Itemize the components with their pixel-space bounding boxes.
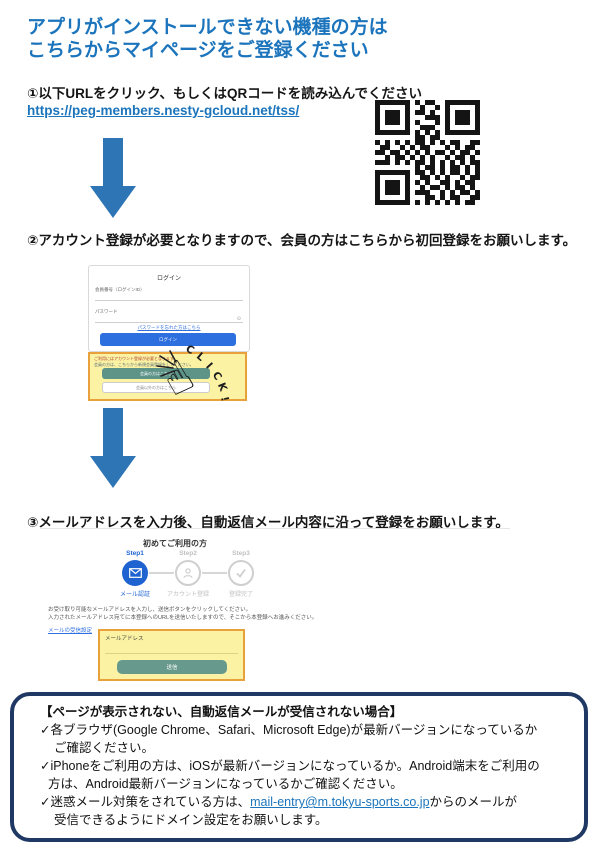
account-step-circle (175, 560, 201, 586)
email-highlight-box: メールアドレス 送信 (98, 629, 245, 681)
check-mark: ✓ (40, 759, 51, 773)
member-id-label: 会員番号（ログインID） (95, 287, 145, 292)
login-screenshot: ログイン 会員番号（ログインID） パスワード ⊙ パスワードを忘れた方はこちら… (88, 265, 250, 352)
troubleshooting-item-browser: ✓各ブラウザ(Google Chrome、Safari、Microsoft Ed… (40, 723, 538, 755)
step1-instruction: ①以下URLをクリック、もしくはQRコードを読み込んでください (27, 86, 423, 101)
mail-entry-email-link[interactable]: mail-entry@m.tokyu-sports.co.jp (250, 795, 430, 809)
check-icon (236, 568, 246, 578)
down-arrow-icon (90, 138, 136, 218)
envelope-icon (128, 568, 142, 578)
down-arrow-icon (90, 408, 136, 488)
check-mark: ✓ (40, 795, 51, 809)
stepper-step2-label: アカウント登録 (166, 592, 209, 598)
troubleshooting-title: 【ページが表示されない、自動返信メールが受信されない場合】 (40, 705, 403, 719)
password-eye-icon: ⊙ (236, 316, 241, 322)
registration-url-link[interactable]: https://peg-members.nesty-gcloud.net/tss… (27, 103, 300, 118)
other-register-button: 会員以外の方はこちら (102, 382, 210, 393)
person-icon (183, 568, 193, 578)
stepper-step3-label: 登録完了 (228, 592, 253, 598)
stepper-connector (149, 572, 174, 574)
signup-title: 初めてご利用の方 (143, 539, 207, 548)
email-input-field (105, 653, 238, 654)
mail-step-circle (122, 560, 148, 586)
step3-instruction: ③メールアドレスを入力後、自動返信メール内容に沿って登録をお願いします。 (27, 515, 509, 530)
troubleshooting-item-spam: ✓迷惑メール対策をされている方は、mail-entry@m.tokyu-spor… (40, 795, 518, 827)
troubleshooting-box: 【ページが表示されない、自動返信メールが受信されない場合】 ✓各ブラウザ(Goo… (10, 692, 588, 842)
register-highlight-box: ご利用にはアカウント登録が必要となります。 会員の方は、こちらから新規会員登録を… (88, 352, 247, 401)
login-button: ログイン (100, 333, 236, 346)
register-notice-line2: 会員の方は、こちらから新規会員登録をしてください。 (94, 362, 194, 367)
troubleshooting-item-os: ✓iPhoneをご利用の方は、iOSが最新バージョンになっているか。Androi… (40, 759, 540, 791)
stepper-connector (202, 572, 227, 574)
password-label: パスワード (95, 309, 118, 314)
check-mark: ✓ (40, 723, 51, 737)
signup-screenshot: 初めてご利用の方 Step1 Step2 Step3 メール認証 アカウント登録… (40, 528, 510, 687)
send-button: 送信 (117, 660, 227, 674)
stepper-step1-label: メール認証 (119, 592, 150, 598)
email-label: メールアドレス (105, 636, 144, 642)
password-field (95, 322, 243, 323)
page-title-line2: こちらからマイページをご登録ください (27, 40, 369, 61)
stepper-step1-number: Step1 (126, 550, 144, 557)
member-register-button: 会員の方はこちら (102, 368, 210, 379)
step2-instruction: ②アカウント登録が必要となりますので、会員の方はこちらから初回登録をお願いします… (27, 233, 577, 248)
page-title: アプリがインストールできない機種の方は こちらからマイページをご登録ください (27, 16, 388, 62)
signup-description-line2: 入力されたメールアドレス宛てに本登録へのURLを送信いたしますので、そこから本登… (48, 615, 318, 621)
login-screenshot-title: ログイン (156, 276, 181, 282)
member-id-field (95, 300, 243, 301)
page-title-line1: アプリがインストールできない機種の方は (27, 17, 388, 38)
forgot-password-link: パスワードを忘れた方はこちら (137, 325, 201, 330)
qr-code-icon (375, 100, 480, 205)
done-step-circle (228, 560, 254, 586)
stepper-step2-number: Step2 (179, 550, 197, 557)
mail-settings-link: メールの受信設定 (48, 628, 93, 634)
signup-description-line1: お受け取り可能なメールアドレスを入力し、送信ボタンをクリックしてください。 (48, 607, 252, 613)
register-notice-line1: ご利用にはアカウント登録が必要となります。 (94, 356, 178, 361)
stepper-step3-number: Step3 (232, 550, 250, 557)
